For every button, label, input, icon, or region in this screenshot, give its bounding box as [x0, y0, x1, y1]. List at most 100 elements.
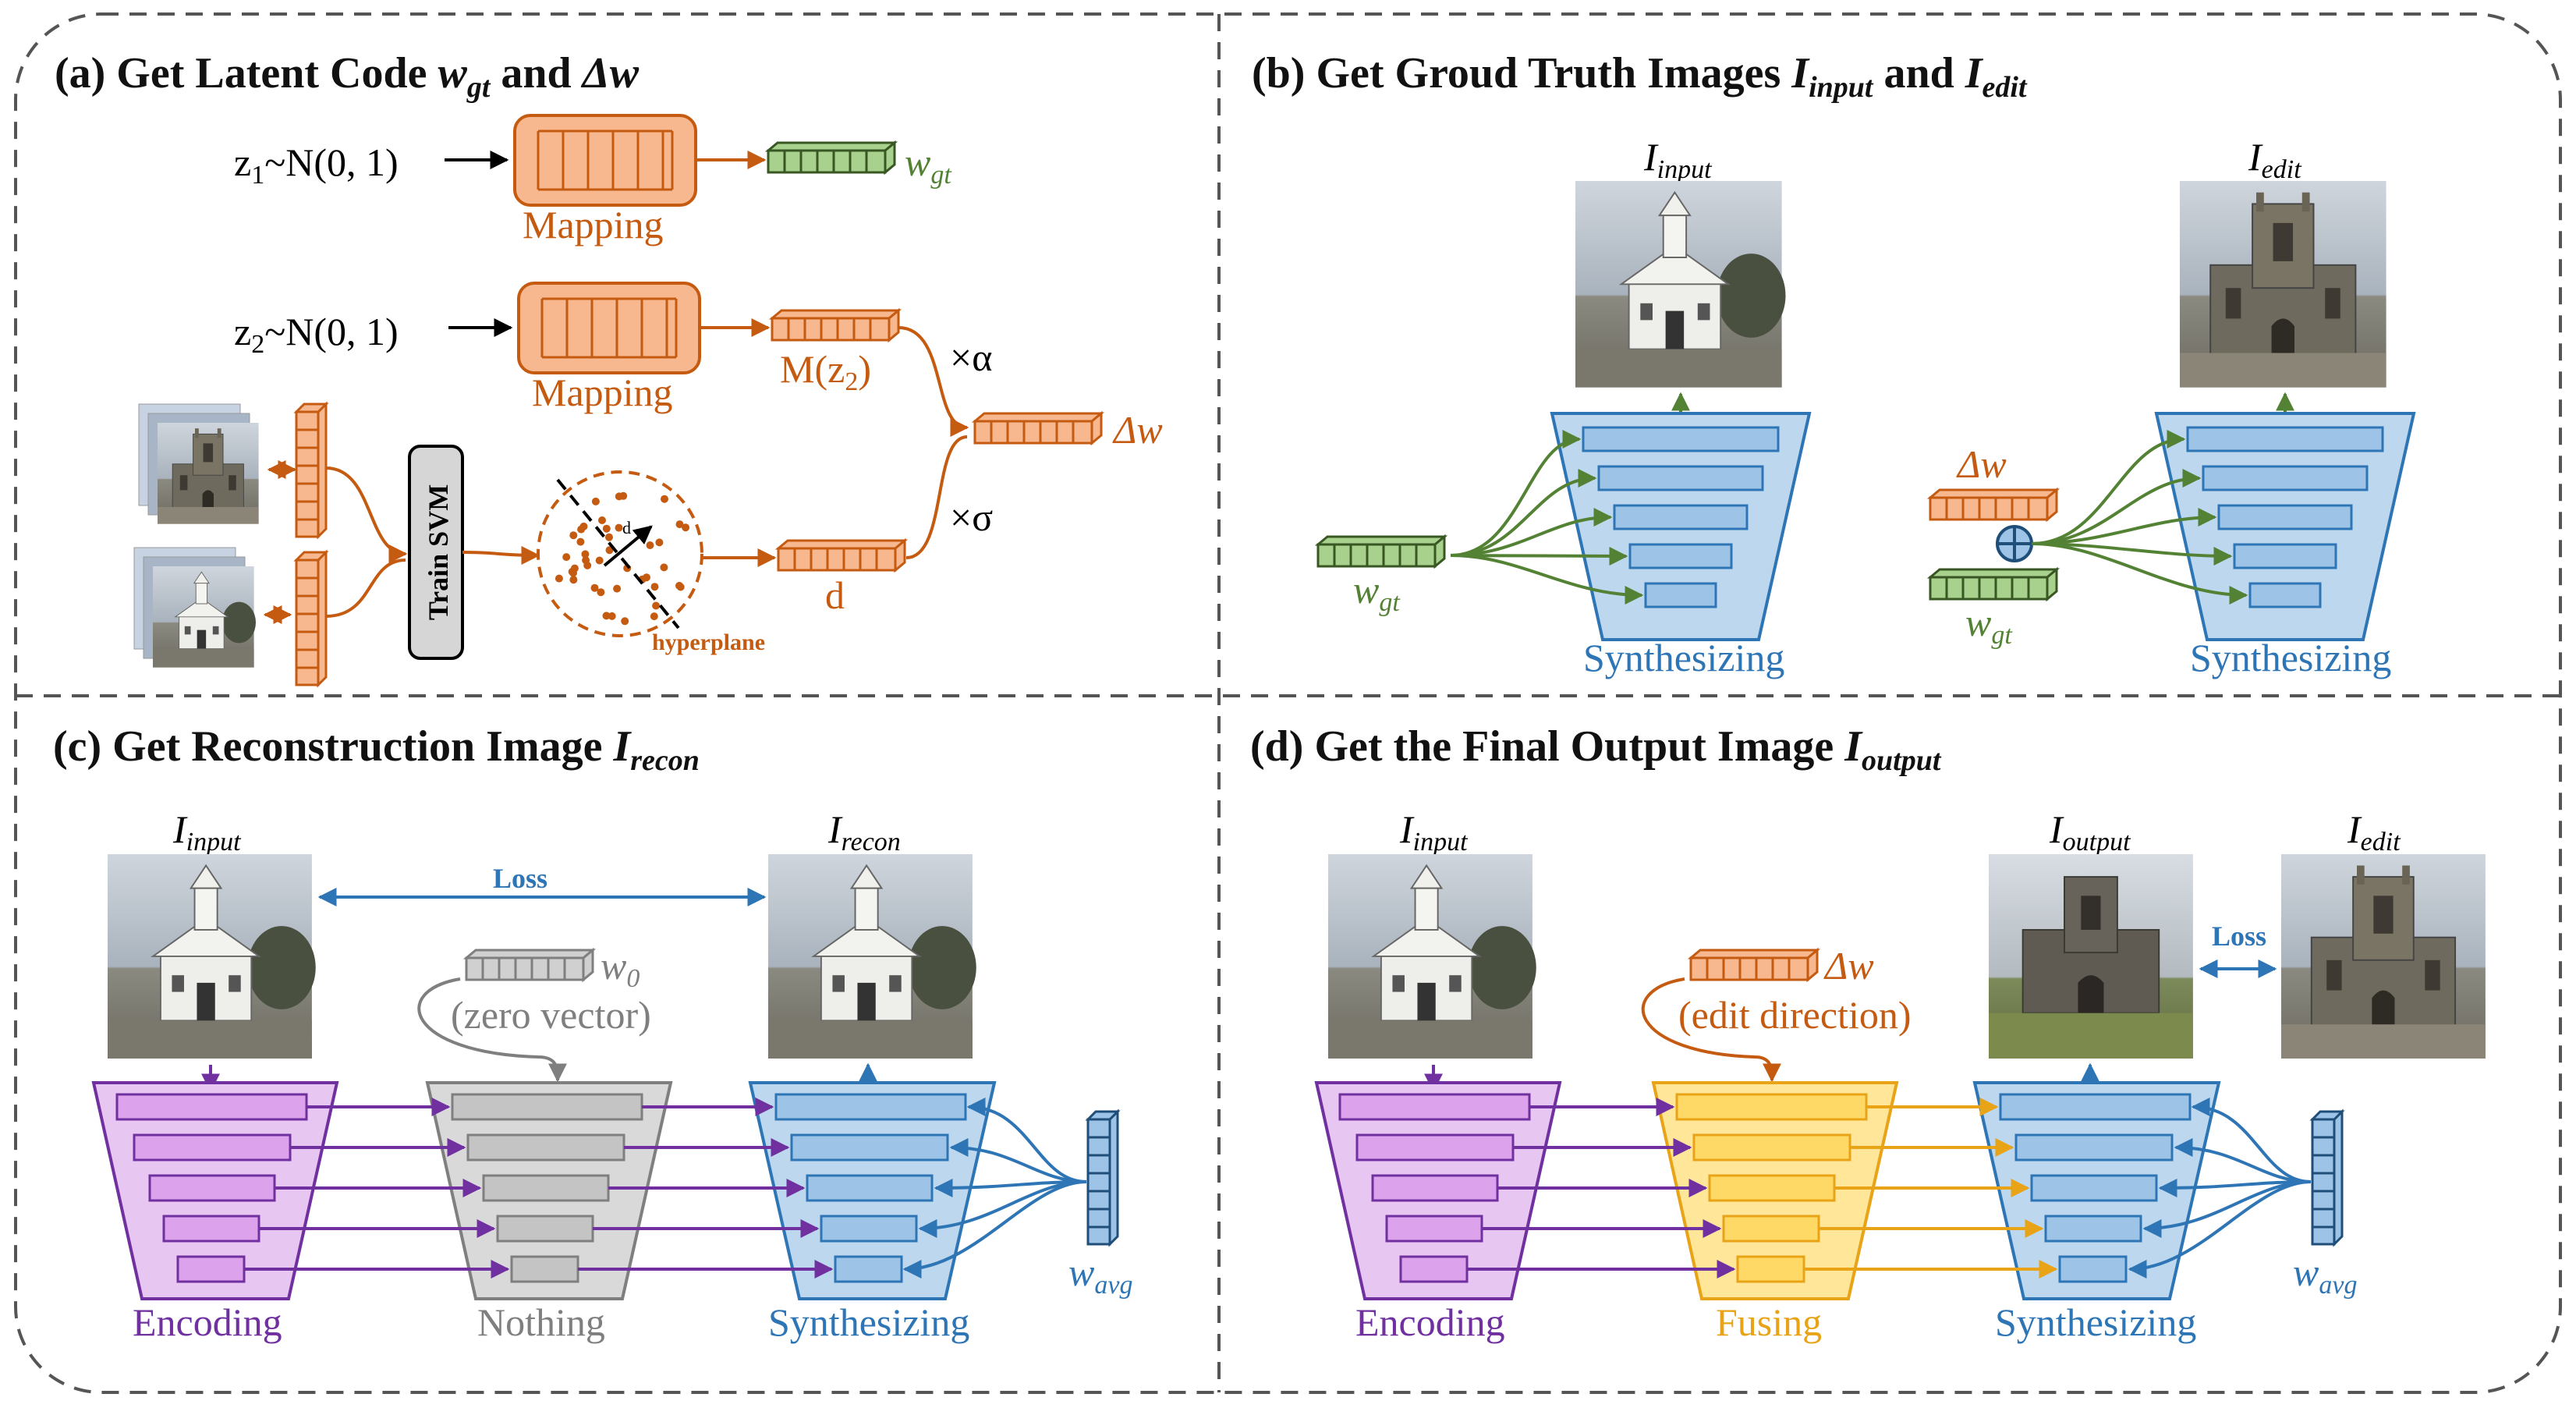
hyperplane-dot	[595, 556, 604, 565]
hyperplane-dot	[570, 564, 579, 573]
hyperplane-dot	[582, 556, 590, 565]
cathedral-image-stack	[138, 403, 260, 525]
panel-d: (d) Get the Final Output Image Ioutput I…	[1250, 722, 2486, 1344]
mapping-label-2: Mapping	[532, 371, 673, 414]
times-sigma-label: ×σ	[950, 495, 993, 539]
w-avg-vector-c	[1086, 1110, 1119, 1246]
delta-w-label-d: Δw	[1823, 944, 1874, 988]
hyperplane-dot	[598, 516, 606, 524]
w-avg-label-c: wavg	[1068, 1250, 1132, 1300]
w-gt-label-b1: wgt	[1353, 568, 1401, 617]
hyperplane-dot	[608, 612, 616, 620]
d-small-label: d	[622, 518, 631, 537]
panel-c: (c) Get Reconstruction Image Irecon Iinp…	[53, 722, 1132, 1344]
latent-column-top	[295, 403, 328, 538]
times-alpha-label: ×α	[950, 335, 992, 379]
synthesizing-label-b2: Synthesizing	[2190, 636, 2391, 679]
panel-a-title: (a) Get Latent Code wgt and Δw	[55, 49, 640, 104]
hyperplane-dot	[579, 522, 588, 530]
hyperplane-dot	[613, 584, 622, 593]
w0-label: w0	[601, 944, 640, 993]
synthesizing-block-d	[1972, 1081, 2221, 1300]
add-circle-icon	[1996, 525, 2033, 562]
hyperplane-dot	[682, 523, 690, 532]
latent-column-bottom	[295, 551, 328, 686]
panel-b: (b) Get Groud Truth Images Iinput and Ie…	[1252, 49, 2416, 679]
delta-w-vector	[973, 412, 1103, 445]
hyperplane-dot	[660, 563, 668, 572]
synthesizing-block-c	[748, 1081, 997, 1300]
i-input-label-c: Iinput	[172, 807, 242, 857]
hyperplane-dot	[652, 601, 661, 610]
m-z2-vector	[771, 309, 900, 342]
hyperplane-label: hyperplane	[652, 630, 765, 655]
mapping-block-2	[517, 282, 701, 374]
hyperplane-dot	[591, 497, 600, 505]
m-z2-label: M(z2)	[780, 347, 871, 396]
hyperplane-dot	[650, 612, 658, 621]
hyperplane-dot	[615, 492, 623, 501]
d-label: d	[825, 573, 845, 617]
hyperplane-dot	[676, 583, 685, 591]
encoding-block-c	[91, 1081, 339, 1300]
hyperplane-dot	[581, 550, 590, 559]
train-svm-box: Train SVM	[408, 445, 464, 660]
z1-label: z1~N(0, 1)	[234, 140, 399, 190]
hyperplane-dot	[621, 617, 629, 626]
w-gt-vector-b1	[1316, 535, 1446, 568]
w-gt-label: wgt	[905, 140, 952, 190]
i-recon-label-c: Irecon	[827, 807, 901, 857]
outer-frame	[14, 12, 2562, 1394]
delta-w-vector-d	[1689, 949, 1819, 981]
hyperplane-dot	[562, 553, 571, 562]
mapping-label-1: Mapping	[523, 203, 664, 246]
w-gt-label-b2: wgt	[1965, 601, 2013, 650]
hyperplane-dot	[602, 612, 611, 620]
delta-w-label-a: Δw	[1112, 408, 1163, 452]
w-gt-vector	[767, 141, 896, 174]
i-edit-label-d: Iedit	[2347, 807, 2401, 857]
encoding-block-d	[1314, 1081, 1562, 1300]
hyperplane-dot	[615, 523, 623, 532]
panel-c-title: (c) Get Reconstruction Image Irecon	[53, 722, 700, 777]
chapel-image-stack	[133, 547, 257, 669]
loss-label-c: Loss	[493, 863, 547, 894]
synthesizing-label-c: Synthesizing	[768, 1300, 969, 1344]
synthesizing-label-d: Synthesizing	[1995, 1300, 2196, 1344]
hyperplane-dot	[590, 583, 599, 592]
i-edit-image-d	[2280, 853, 2486, 1059]
i-input-image-c	[107, 853, 317, 1059]
encoding-label-d: Encoding	[1355, 1300, 1505, 1344]
edit-direction-label: (edit direction)	[1678, 993, 1912, 1037]
panel-b-title: (b) Get Groud Truth Images Iinput and Ie…	[1252, 49, 2028, 104]
synthesizing-block-2	[2154, 412, 2416, 641]
hyperplane-dot	[602, 524, 611, 533]
delta-w-label-b: Δw	[1956, 442, 2007, 486]
encoding-label-c: Encoding	[133, 1300, 282, 1344]
delta-w-vector-b	[1929, 488, 2058, 521]
hyperplane-dot	[655, 538, 664, 547]
hyperplane-circle: d hyperplane	[537, 470, 765, 655]
nothing-block	[425, 1081, 673, 1300]
panel-d-title: (d) Get the Final Output Image Ioutput	[1250, 722, 1942, 777]
fusing-label: Fusing	[1716, 1300, 1822, 1344]
w-avg-label-d: wavg	[2293, 1250, 2357, 1300]
i-input-label-b: Iinput	[1643, 135, 1713, 184]
i-edit-label-b: Iedit	[2248, 135, 2302, 184]
hyperplane-dot	[576, 537, 585, 546]
loss-label-d: Loss	[2212, 920, 2266, 952]
train-svm-label: Train SVM	[423, 484, 454, 620]
hyperplane-dot	[605, 533, 613, 541]
synthesizing-block-1	[1550, 412, 1812, 641]
synthesizing-label-b1: Synthesizing	[1583, 636, 1784, 679]
i-output-label-d: Ioutput	[2049, 807, 2131, 857]
hyperplane-dot	[555, 574, 563, 583]
hyperplane-dot	[661, 495, 668, 503]
i-output-image-d	[1988, 853, 2194, 1059]
i-recon-image-c	[767, 853, 977, 1059]
hyperplane-dot	[650, 583, 659, 591]
hyperplane-dot	[597, 588, 605, 597]
hyperplane-dot	[646, 541, 654, 549]
w-avg-vector-d	[2311, 1110, 2344, 1246]
